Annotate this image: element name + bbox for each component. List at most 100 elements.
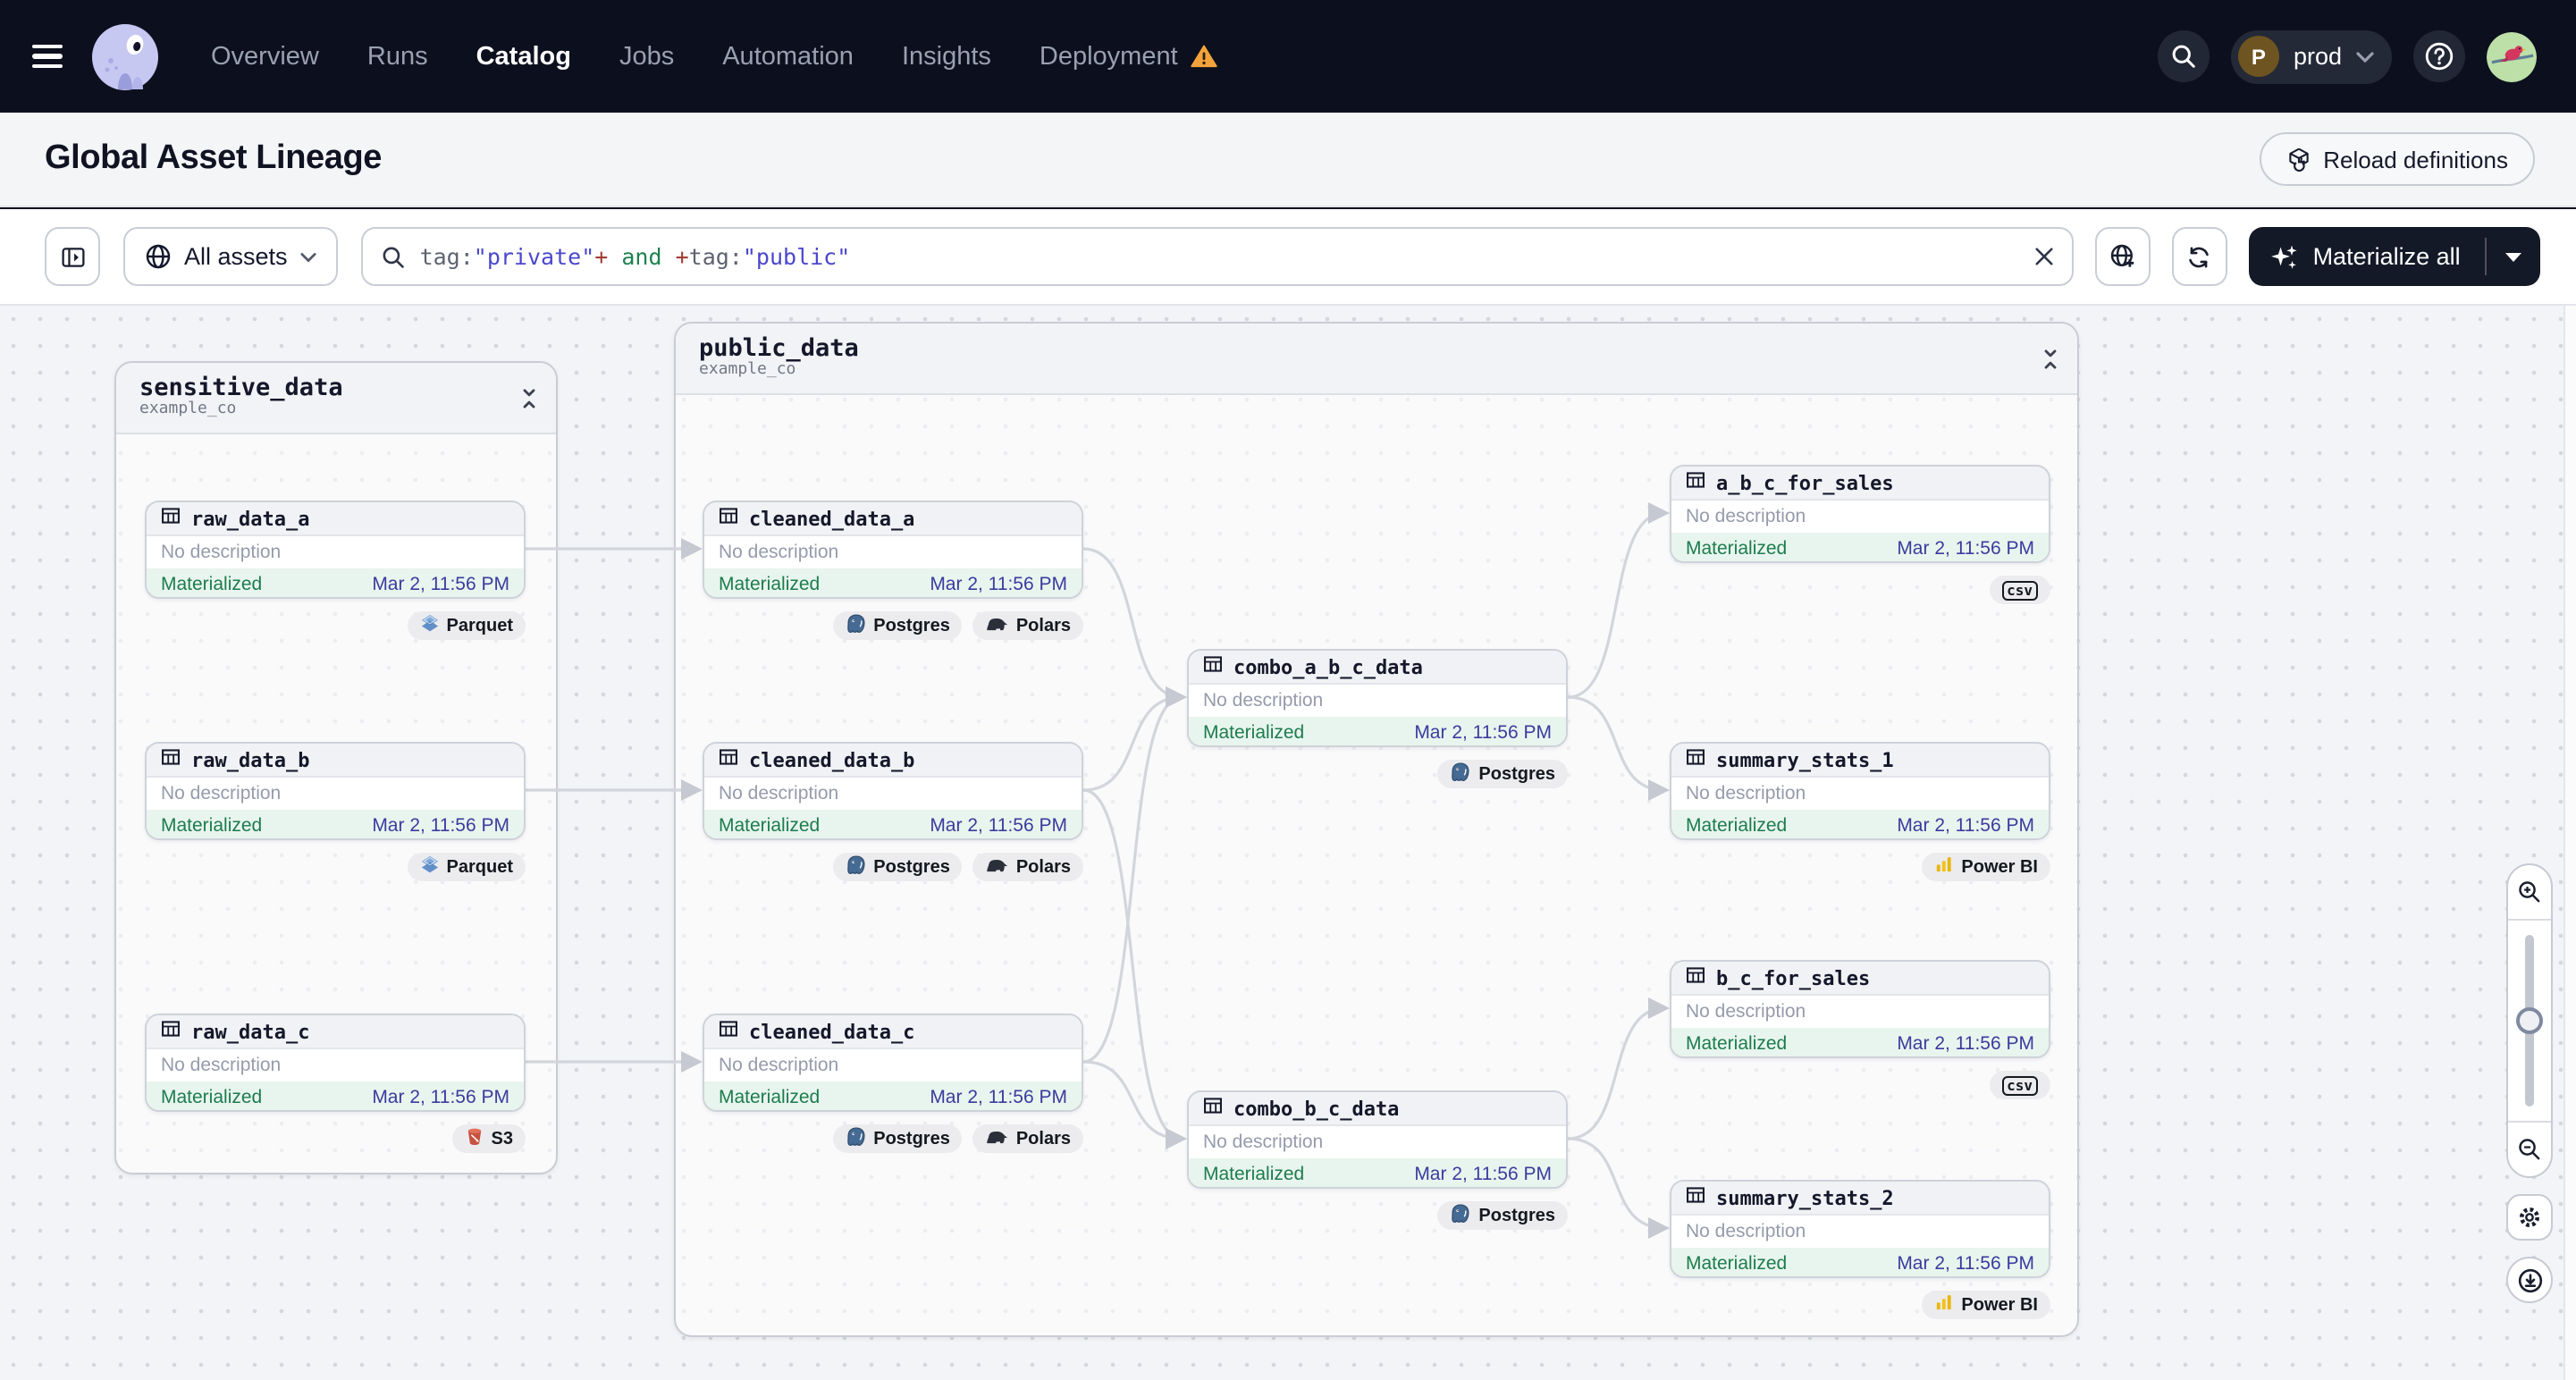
zoom-out-button[interactable] xyxy=(2508,1123,2551,1176)
polars-icon xyxy=(986,1127,1009,1150)
globe-icon xyxy=(146,244,171,269)
status-timestamp: Mar 2, 11:56 PM xyxy=(1897,538,2034,560)
asset-node-summary_stats_2[interactable]: summary_stats_2 No description Materiali… xyxy=(1670,1180,2050,1278)
status-label: Materialized xyxy=(1686,1033,1788,1055)
asset-status-row: Materialized Mar 2, 11:56 PM xyxy=(1671,1248,2049,1276)
table-icon xyxy=(719,1015,738,1048)
materialize-all-main[interactable]: Materialize all xyxy=(2249,227,2486,286)
asset-node-b_c_for_sales[interactable]: b_c_for_sales No description Materialize… xyxy=(1670,960,2050,1058)
asset-name: b_c_for_sales xyxy=(1716,966,1871,989)
asset-node-raw_data_b[interactable]: raw_data_b No description Materialized M… xyxy=(145,742,526,840)
menu-icon[interactable] xyxy=(32,45,63,68)
table-icon xyxy=(1686,467,1705,499)
clear-query-icon[interactable] xyxy=(2034,247,2054,266)
asset-badges-raw_data_c: S3 xyxy=(145,1124,526,1153)
refresh-button[interactable] xyxy=(2171,227,2227,286)
search-icon[interactable] xyxy=(2157,30,2210,82)
gear-icon xyxy=(2519,1207,2540,1228)
collapse-group-icon[interactable] xyxy=(2041,348,2059,369)
status-label: Materialized xyxy=(1686,1253,1788,1275)
nav-item-deployment[interactable]: Deployment xyxy=(1040,42,1217,71)
top-navbar: Overview Runs Catalog Jobs Automation Insight… xyxy=(0,0,2576,113)
compute-kind-badge-postgres: Postgres xyxy=(1437,1201,1568,1230)
zoom-slider[interactable] xyxy=(2508,919,2551,1123)
nav-item-catalog[interactable]: Catalog xyxy=(476,42,571,71)
asset-description: No description xyxy=(1671,778,2049,810)
asset-node-cleaned_data_c[interactable]: cleaned_data_c No description Materializ… xyxy=(703,1014,1083,1112)
nav-item-insights[interactable]: Insights xyxy=(901,42,991,71)
materialize-all-button[interactable]: Materialize all xyxy=(2248,227,2541,286)
asset-name: summary_stats_1 xyxy=(1716,748,1894,771)
badge-label: S3 xyxy=(491,1129,513,1149)
badge-label: Postgres xyxy=(1478,764,1555,784)
nav-item-automation[interactable]: Automation xyxy=(722,42,854,71)
status-timestamp: Mar 2, 11:56 PM xyxy=(372,574,509,595)
table-icon xyxy=(1203,651,1223,683)
nav-item-runs[interactable]: Runs xyxy=(366,42,428,71)
asset-node-raw_data_a[interactable]: raw_data_a No description Materialized M… xyxy=(145,501,526,599)
asset-name: raw_data_b xyxy=(191,748,310,771)
asset-status-row: Materialized Mar 2, 11:56 PM xyxy=(1189,717,1566,745)
asset-name: raw_data_c xyxy=(191,1020,310,1043)
asset-name: cleaned_data_a xyxy=(749,507,915,530)
badge-label: Postgres xyxy=(1478,1206,1555,1225)
dagster-logo-icon[interactable] xyxy=(89,21,161,92)
table-icon xyxy=(161,502,181,534)
materialize-options-caret[interactable] xyxy=(2488,227,2541,286)
asset-name: a_b_c_for_sales xyxy=(1716,471,1894,494)
asset-badges-raw_data_b: Parquet xyxy=(145,853,526,881)
zoom-widget xyxy=(2506,863,2553,1178)
zoom-slider-knob[interactable] xyxy=(2516,1007,2543,1034)
graph-settings-button[interactable] xyxy=(2506,1194,2553,1241)
group-title: sensitive_data xyxy=(139,373,343,402)
asset-name: combo_a_b_c_data xyxy=(1233,655,1423,678)
lineage-toolbar: All assets tag:"private"+ and +tag:"publ… xyxy=(0,209,2576,306)
user-avatar[interactable] xyxy=(2487,31,2537,81)
zoom-in-button[interactable] xyxy=(2508,865,2551,919)
asset-node-cleaned_data_a[interactable]: cleaned_data_a No description Materializ… xyxy=(703,501,1083,599)
asset-node-header: cleaned_data_b xyxy=(704,744,1082,778)
nav-item-overview[interactable]: Overview xyxy=(211,42,319,71)
help-icon[interactable] xyxy=(2413,30,2465,82)
badge-label: Postgres xyxy=(873,616,950,635)
asset-node-cleaned_data_b[interactable]: cleaned_data_b No description Materializ… xyxy=(703,742,1083,840)
collapse-group-icon[interactable] xyxy=(520,387,538,408)
table-icon xyxy=(161,744,181,776)
group-title: public_data xyxy=(699,333,859,363)
asset-status-row: Materialized Mar 2, 11:56 PM xyxy=(147,1081,524,1110)
asset-description: No description xyxy=(147,536,524,568)
parquet-icon xyxy=(420,854,440,879)
asset-node-header: a_b_c_for_sales xyxy=(1671,467,2049,501)
open-sidebar-button[interactable] xyxy=(45,227,100,286)
asset-node-combo_a_b_c_data[interactable]: combo_a_b_c_data No description Material… xyxy=(1187,649,1568,747)
asset-status-row: Materialized Mar 2, 11:56 PM xyxy=(1189,1158,1566,1187)
badge-label: Polars xyxy=(1015,857,1071,877)
scrollbar[interactable] xyxy=(2563,306,2576,1380)
compute-kind-badge-csv: csv xyxy=(1989,576,2050,604)
asset-badges-cleaned_data_a: Postgres Polars xyxy=(703,611,1083,640)
postgres-icon xyxy=(1450,761,1471,787)
asset-node-combo_b_c_data[interactable]: combo_b_c_data No description Materializ… xyxy=(1187,1090,1568,1189)
status-label: Materialized xyxy=(161,574,263,595)
download-image-button[interactable] xyxy=(2506,1257,2553,1303)
asset-node-header: summary_stats_1 xyxy=(1671,744,2049,778)
asset-node-summary_stats_1[interactable]: summary_stats_1 No description Materiali… xyxy=(1670,742,2050,840)
status-label: Materialized xyxy=(1203,722,1305,744)
environment-name: prod xyxy=(2293,43,2342,70)
asset-status-row: Materialized Mar 2, 11:56 PM xyxy=(1671,533,2049,561)
asset-query-input[interactable]: tag:"private"+ and +tag:"public" xyxy=(360,227,2074,286)
new-asset-selection-button[interactable] xyxy=(2094,227,2151,286)
compute-kind-badge-polars: Polars xyxy=(972,611,1083,640)
asset-node-a_b_c_for_sales[interactable]: a_b_c_for_sales No description Materiali… xyxy=(1670,465,2050,563)
status-label: Materialized xyxy=(719,574,821,595)
nav-item-jobs[interactable]: Jobs xyxy=(619,42,675,71)
page-title: Global Asset Lineage xyxy=(45,139,383,177)
asset-node-raw_data_c[interactable]: raw_data_c No description Materialized M… xyxy=(145,1014,526,1112)
table-icon xyxy=(161,1015,181,1048)
asset-node-header: combo_b_c_data xyxy=(1189,1092,1566,1126)
reload-definitions-button[interactable]: Reload definitions xyxy=(2259,132,2535,186)
asset-scope-dropdown[interactable]: All assets xyxy=(123,227,338,286)
lineage-canvas[interactable]: sensitive_data example_co public_data ex… xyxy=(0,306,2576,1380)
environment-switcher[interactable]: P prod xyxy=(2230,29,2392,83)
